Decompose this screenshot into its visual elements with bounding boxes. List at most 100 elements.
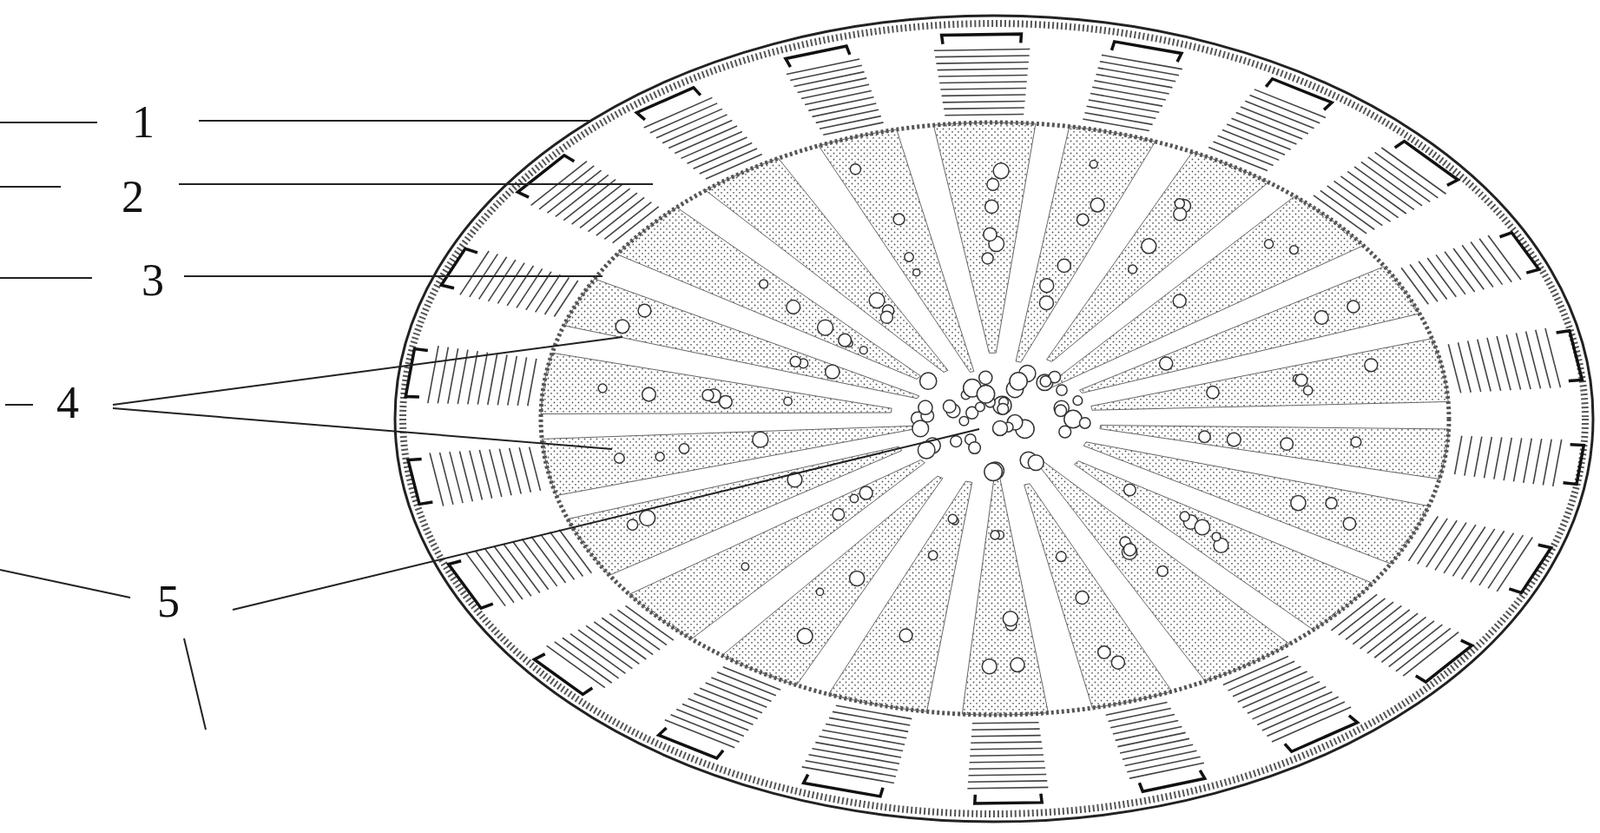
leader-line [112,408,613,449]
phloem-hatch [1115,725,1183,740]
phloem-hatch [546,645,606,687]
phloem-hatch [562,637,619,679]
phloem-hatch [804,90,872,105]
phloem-hatch [601,617,653,654]
phloem-hatch [805,760,896,777]
phloem-hatch [801,84,870,99]
phloem-hatch [545,277,570,315]
vessel [1157,565,1168,576]
fibre-cap [941,33,1022,45]
xylem-wedge [540,352,892,414]
vessel [1039,296,1054,310]
phloem-hatch [793,72,864,87]
leader-line [232,428,980,610]
vessel [790,355,801,367]
pith-vessels [911,364,1091,481]
phloem-hatch [1223,656,1289,685]
phloem-hatch [674,125,738,154]
callout-number: 5 [154,579,183,625]
phloem-hatch [1545,328,1561,388]
leader-line [184,638,206,730]
phloem-hatch [546,170,601,213]
phloem-hatch [935,62,1028,65]
fibre-cap [1395,141,1459,186]
phloem-hatch [1122,744,1193,759]
vessel [1141,238,1157,254]
phloem-hatch [943,107,1025,109]
vessel [786,300,801,315]
pith-vessel [997,402,1009,415]
phloem-hatch [1112,719,1179,734]
phloem-hatch [1107,707,1171,721]
vessel [1315,310,1330,325]
phloem-hatch [1242,676,1314,708]
pith-vessel [979,370,993,384]
vessel [1159,356,1173,370]
phloem-hatch [802,766,895,784]
phloem-hatch [1098,67,1177,82]
phloem-hatch [967,773,1047,775]
phloem-hatch [1513,437,1521,481]
vessel [598,383,607,393]
phloem-hatch [836,704,912,718]
phloem-hatch [519,447,531,492]
pith-vessel [950,435,962,448]
phloem-hatch [1222,130,1285,156]
vessel [1076,213,1088,225]
leader-line [0,121,98,124]
fibre-cap [1415,639,1473,682]
phloem-hatch [1503,437,1512,481]
phloem-hatch [1320,190,1375,230]
leader-line [0,185,61,188]
leader-lines [0,120,980,730]
phloem-hatch [535,274,560,312]
phloem-hatch [459,450,473,501]
vessel [1290,245,1299,255]
vessel [626,519,638,530]
phloem-hatch [593,621,646,659]
vascular-bundles [405,33,1584,804]
vessel [981,658,997,674]
phloem-hatch [938,75,1028,78]
phloem-hatch [1271,706,1351,742]
phloem-hatch [1477,339,1491,392]
vessel [614,453,626,464]
phloem-hatch [688,697,754,725]
phloem-hatch [829,717,909,731]
phloem-hatch [570,633,626,674]
vessel [1227,432,1242,447]
phloem-hatch [586,625,639,664]
phloem-hatch [812,103,877,117]
phloem-hatch [1360,609,1410,649]
phloem-hatch [699,148,758,174]
phloem-hatch [553,280,578,317]
phloem-hatch [1095,73,1173,87]
vessel [655,452,665,461]
phloem-hatch [1523,438,1532,483]
phloem-hatch [1250,95,1321,124]
vessel [719,395,733,409]
pith-vessel [1056,384,1067,396]
fibre-cap [405,348,428,397]
fibre-cap [1508,544,1551,593]
phloem-hatch [1227,660,1295,691]
phloem-hatch [1361,161,1423,205]
phloem-hatch [1401,267,1429,304]
pith-vessel [1054,404,1067,416]
phloem-hatch [1352,605,1402,644]
phloem-hatch [693,692,758,718]
phloem-hatch [479,256,507,300]
phloem-hatch [705,682,768,707]
phloem-hatch [940,87,1027,89]
phloem-hatch [493,546,532,597]
phloem-hatch [539,165,594,210]
phloem-hatch [665,719,735,748]
vessel [759,279,769,289]
phloem-hatch [969,754,1044,756]
phloem-hatch [497,263,525,304]
phloem-hatch [811,748,900,764]
pith-vessel [942,400,956,414]
phloem-hatch [650,103,718,133]
phloem-hatch [1090,93,1163,107]
phloem-hatch [825,723,907,738]
